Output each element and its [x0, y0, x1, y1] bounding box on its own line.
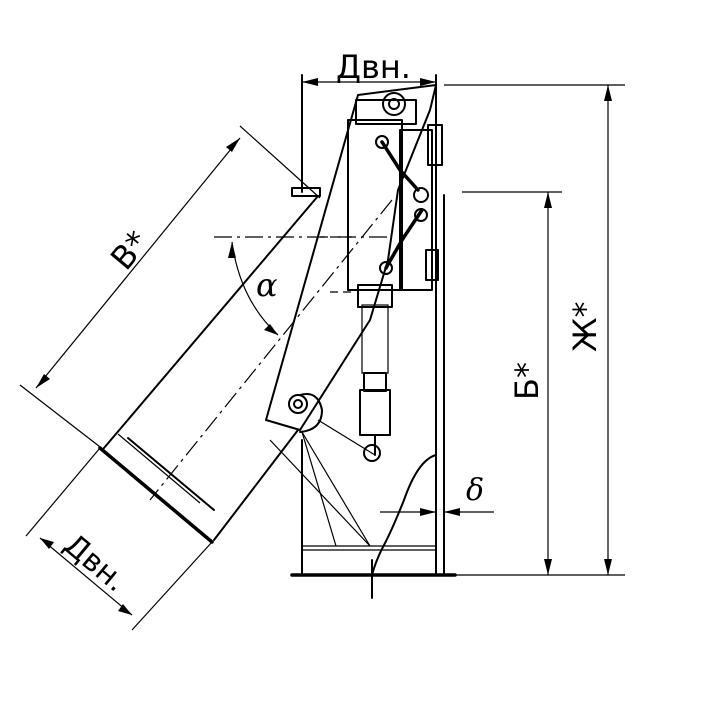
- bottom-detail: [269, 431, 437, 599]
- dim-label-dvn-inlet: Двн.: [57, 527, 133, 599]
- limit-switch-linkage: [375, 124, 443, 291]
- dim-label-zh: Ж*: [566, 302, 604, 352]
- dim-label-dvn-top: Двн.: [336, 48, 411, 86]
- dim-label-delta: δ: [466, 473, 484, 508]
- inclined-inlet-pipe: [98, 195, 393, 544]
- dim-label-v: В*: [103, 224, 157, 277]
- main-body: [290, 74, 457, 577]
- actuator: [288, 92, 417, 462]
- gate-housing: [265, 84, 437, 431]
- dimension-lines: [19, 78, 625, 631]
- dim-label-b: Б*: [508, 362, 546, 400]
- dim-label-alpha: α: [256, 266, 278, 304]
